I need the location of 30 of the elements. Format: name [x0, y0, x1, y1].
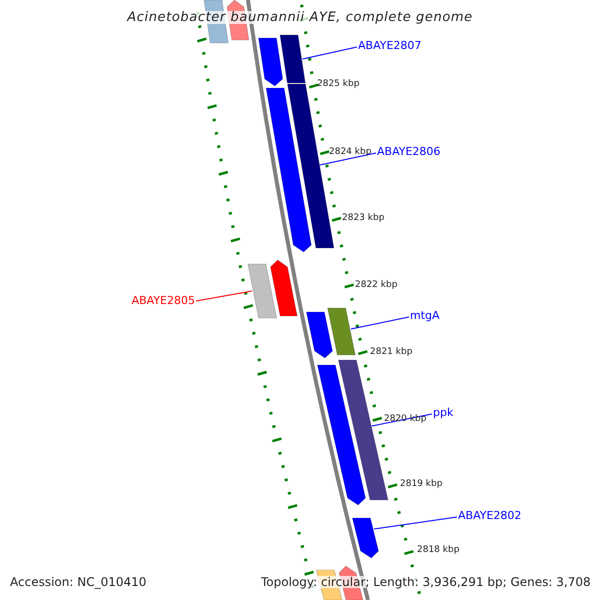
leader-line: [350, 316, 410, 330]
footer-text: Topology: circular; Length: 3,936,291 bp; Genes: 3,708: [261, 576, 591, 588]
gene-label: ABAYE2802: [458, 510, 522, 521]
gene-bar: [248, 264, 277, 318]
leader-line: [196, 290, 253, 302]
gene-label: ppk: [433, 407, 454, 418]
gene-bar: [266, 88, 312, 252]
diagram-title: Acinetobacter baumannii AYE, complete genome: [127, 11, 473, 24]
gene-bar: [327, 308, 356, 356]
footer-text: Accession: NC_010410: [10, 576, 146, 588]
scale-label: 2822 kbp: [355, 281, 398, 290]
scale-label: 2824 kbp: [329, 148, 372, 157]
gene-bar: [306, 312, 333, 358]
gene-label: ABAYE2806: [377, 146, 440, 157]
scale-label: 2821 kbp: [370, 348, 412, 357]
scale-label: 2819 kbp: [400, 480, 442, 489]
scale-label: 2825 kbp: [317, 80, 360, 89]
scale-label: 2823 kbp: [342, 214, 384, 223]
gene-bar: [270, 260, 298, 316]
gene-bar: [317, 364, 366, 506]
gene-bar: [352, 518, 379, 558]
gene-label: mtgA: [410, 310, 440, 321]
gene-bar: [258, 38, 284, 86]
leader-line: [319, 152, 376, 166]
gene-label: ABAYE2805: [132, 295, 195, 306]
gene-label: ABAYE2807: [358, 40, 422, 51]
scale-label: 2818 kbp: [417, 546, 460, 555]
leader-line: [302, 46, 358, 60]
leader-line: [374, 516, 458, 530]
gene-bar: [280, 34, 306, 84]
